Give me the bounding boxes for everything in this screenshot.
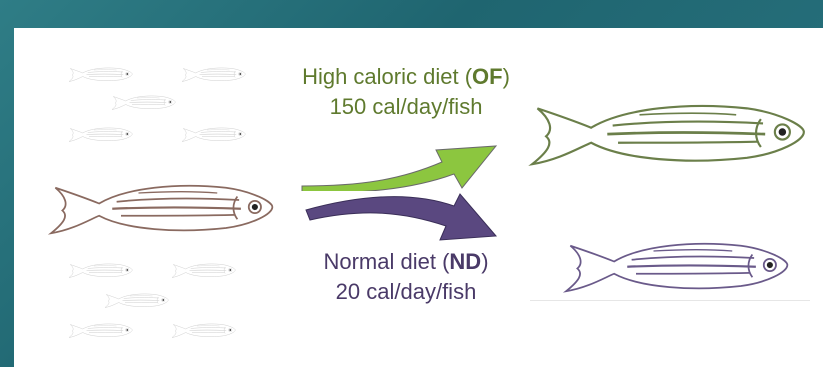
overfed-calories: 150 cal/day/fish [276, 92, 536, 122]
overfed-fish-icon [516, 80, 806, 184]
diagram-panel: High caloric diet (OF) 150 cal/day/fish … [14, 28, 823, 367]
school-fish-icon [87, 92, 197, 112]
school-fish-icon [147, 320, 257, 340]
normal-label: Normal diet (ND) 20 cal/day/fish [276, 247, 536, 307]
overfed-arrow-icon [300, 136, 500, 191]
school-fish-icon [44, 64, 154, 84]
school-fish-icon [157, 124, 267, 144]
normal-fish-icon [536, 230, 806, 300]
overfed-line1-suffix: ) [503, 64, 510, 89]
normal-line1-suffix: ) [481, 249, 488, 274]
normal-fish-divider [530, 300, 810, 301]
start-fish-icon [22, 172, 290, 242]
normal-calories: 20 cal/day/fish [276, 277, 536, 307]
normal-code: ND [449, 249, 481, 274]
school-fish-icon [80, 290, 190, 310]
school-fish-icon [157, 64, 267, 84]
school-fish-icon [44, 320, 154, 340]
school-fish-icon [44, 260, 154, 280]
overfed-line1-prefix: High caloric diet ( [302, 64, 472, 89]
normal-line1-prefix: Normal diet ( [323, 249, 449, 274]
normal-arrow-icon [304, 190, 500, 250]
overfed-label: High caloric diet (OF) 150 cal/day/fish [276, 62, 536, 122]
school-fish-icon [147, 260, 257, 280]
school-fish-icon [44, 124, 154, 144]
overfed-code: OF [472, 64, 503, 89]
